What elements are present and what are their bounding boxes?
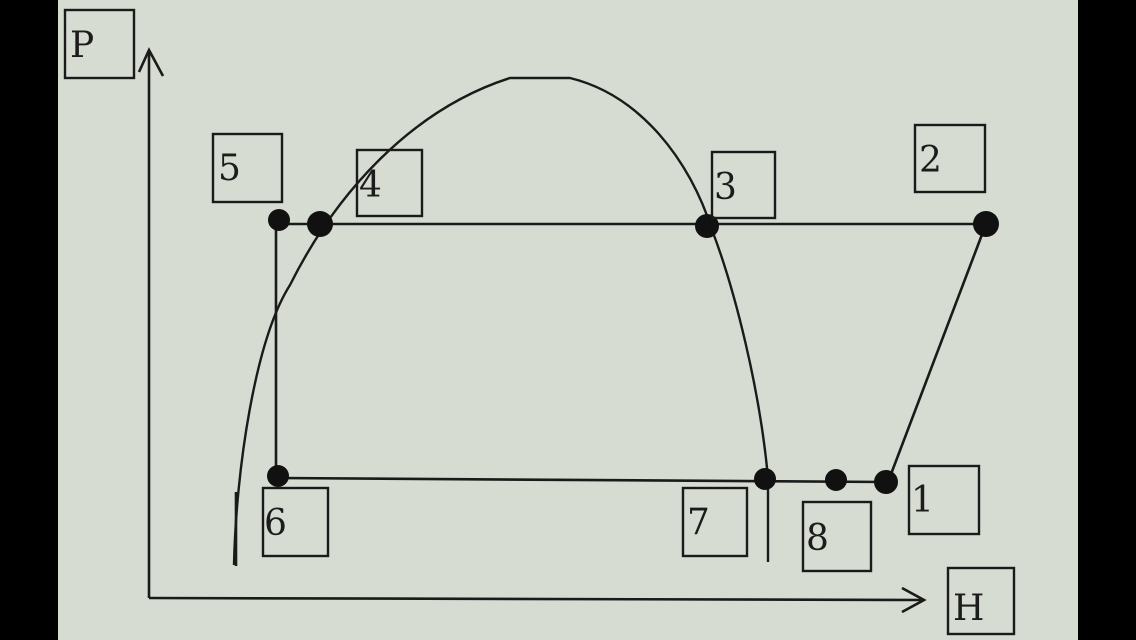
low-pressure-line	[277, 476, 887, 484]
point-label-6-text: 6	[264, 503, 287, 544]
point-label-7-text: 7	[687, 502, 710, 543]
point-label-2-text: 2	[919, 140, 942, 181]
point-label-5-text: 5	[218, 148, 241, 189]
point-label-6-box	[261, 486, 330, 558]
point-label-7-box	[681, 486, 749, 558]
p-axis-label-text: P	[70, 25, 94, 66]
point-label-7: 7	[681, 486, 749, 558]
state-point-6	[267, 465, 289, 487]
point-label-4-box	[355, 148, 424, 218]
saturation-dome	[232, 76, 770, 566]
point-label-2: 2	[913, 123, 987, 194]
point-label-1-box	[907, 464, 981, 536]
point-label-3-box	[710, 150, 777, 220]
state-point-1	[874, 470, 898, 494]
point-label-4: 4	[355, 148, 424, 218]
cycle	[274, 220, 988, 484]
state-point-7	[754, 468, 776, 490]
state-point-8	[825, 469, 847, 491]
state-points	[267, 209, 999, 494]
compression-line	[886, 223, 988, 483]
p-axis-label: P	[63, 8, 136, 80]
point-label-8-text: 8	[806, 518, 829, 559]
point-label-1: 1	[907, 464, 981, 536]
point-label-5-box	[211, 132, 284, 204]
axes	[137, 47, 927, 614]
state-point-5	[268, 209, 290, 231]
h-axis-arrowhead	[901, 586, 927, 614]
p-axis-arrowhead	[137, 47, 165, 77]
point-label-3: 3	[710, 150, 777, 220]
state-point-4	[307, 211, 333, 237]
point-label-4-text: 4	[359, 165, 382, 206]
h-axis-label-box	[946, 566, 1016, 636]
point-label-8: 8	[801, 500, 873, 573]
point-label-1-text: 1	[911, 480, 934, 521]
point-label-3-text: 3	[714, 167, 737, 208]
state-point-2	[973, 211, 999, 237]
p-axis-label-box	[63, 8, 136, 80]
h-axis-line	[148, 596, 925, 602]
h-axis-label: H	[946, 566, 1016, 636]
h-axis-label-text: H	[953, 588, 984, 629]
point-label-2-box	[913, 123, 987, 194]
point-label-6: 6	[261, 486, 330, 558]
state-point-3	[695, 214, 719, 238]
point-label-8-box	[801, 500, 873, 573]
point-label-5: 5	[211, 132, 284, 204]
